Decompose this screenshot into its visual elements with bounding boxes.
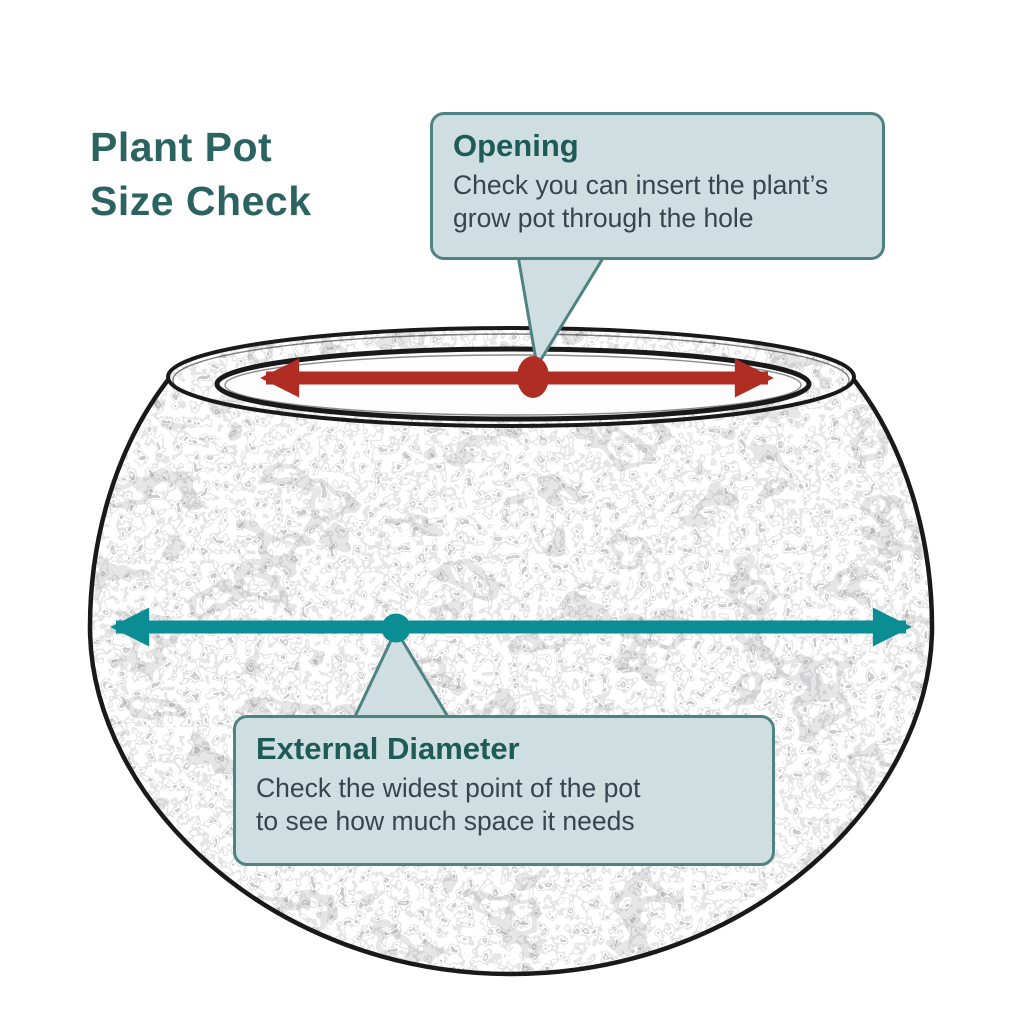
pot-outer-rim-sketchline	[172, 333, 850, 427]
opening-callout-body-line-2: grow pot through the hole	[453, 203, 754, 234]
opening-callout-body-line-1: Check you can insert the plant’s	[453, 170, 829, 200]
external-diameter-callout-heading: External Diameter	[256, 731, 520, 766]
external-diameter-callout-body-line-1: Check the widest point of the pot	[256, 773, 641, 803]
external-diameter-callout: External Diameter Check the widest point…	[233, 715, 775, 866]
pot-opening-sketchline	[224, 354, 802, 416]
diameter-midpoint-dot	[381, 613, 411, 643]
opening-midpoint-dot	[517, 356, 549, 398]
external-diameter-callout-body-line-2: to see how much space it needs	[256, 806, 635, 837]
opening-callout-heading: Opening	[453, 128, 579, 163]
page-title: Plant Pot Size Check	[90, 120, 312, 228]
page-title-line-2: Size Check	[90, 178, 312, 225]
opening-callout: Opening Check you can insert the plant’s…	[430, 112, 885, 260]
pot-silhouette-outline	[87, 378, 935, 977]
page-title-line-1: Plant Pot	[90, 124, 273, 170]
plant-pot-illustration	[87, 326, 935, 977]
pot-texture-speckle	[90, 328, 932, 974]
